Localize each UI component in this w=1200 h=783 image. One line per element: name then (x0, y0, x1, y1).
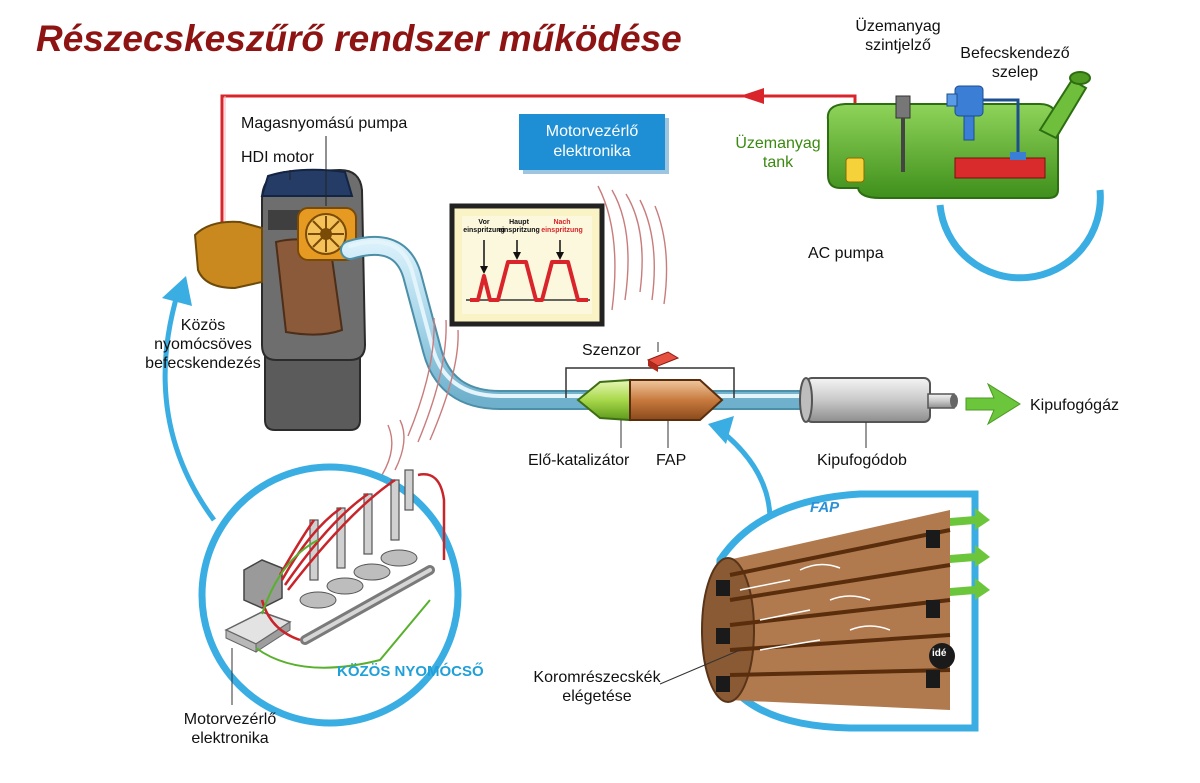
label-line: elégetése (562, 688, 632, 705)
chart-label-main: Haupt einspritzung (497, 219, 541, 235)
muffler (799, 377, 958, 448)
chart-label-line: Haupt (509, 219, 529, 226)
page-title: Részecskeszűrő rendszer működése (36, 18, 682, 59)
label-injector-valve: Befecskendező szelep (950, 44, 1080, 82)
label-line: Befecskendező (960, 45, 1070, 62)
ecu-box: Motorvezérlő elektronika (519, 114, 665, 170)
signal-waves (381, 185, 668, 476)
chart-label-line: Vor (478, 219, 490, 226)
label-common-rail: KÖZÖS NYOMÓCSŐ (337, 663, 484, 680)
logo-text: idé (932, 648, 947, 659)
fuel-tank (826, 71, 1104, 282)
label-line: befecskendezés (145, 355, 261, 372)
chart-label-pre: Vor einspritzung (462, 219, 506, 235)
fap-cutaway-detail (659, 490, 990, 732)
label-fap: FAP (656, 452, 687, 469)
pre-catalyst (576, 378, 631, 422)
fuel-level-sensor-icon (895, 95, 911, 119)
label-common-rail-injection: Közös nyomócsöves befecskendezés (128, 316, 278, 373)
label-line: elektronika (191, 730, 269, 747)
label-fuel-gauge: Üzemanyag szintjelző (848, 17, 948, 55)
chart-label-post: Nach einspritzung (540, 219, 584, 235)
ac-pump-icon (845, 157, 865, 183)
label-fap-detail: FAP (810, 499, 840, 516)
fuel-flow-arrow (740, 88, 764, 104)
label-line: Üzemanyag (855, 18, 941, 35)
chart-label-line: einspritzung (498, 227, 540, 234)
label-muffler: Kipufogódob (817, 452, 907, 469)
ecu-box-line: Motorvezérlő (545, 123, 639, 140)
label-line: szelep (991, 64, 1039, 81)
label-high-pressure-pump: Magasnyomású pumpa (241, 115, 408, 132)
fap-filter (629, 379, 724, 421)
injection-valve-icon (946, 85, 1026, 160)
common-rail-detail (198, 463, 462, 727)
label-ecu-bottom: Motorvezérlő elektronika (160, 710, 300, 748)
label-soot-burning: Koromrészecskék elégetése (532, 668, 662, 706)
label-line: Motorvezérlő (183, 711, 277, 728)
label-hdi-motor: HDI motor (241, 149, 314, 166)
label-fuel-tank: Üzemanyag tank (728, 134, 828, 172)
label-exhaust-gas: Kipufogógáz (1030, 397, 1119, 414)
label-ac-pump: AC pumpa (808, 245, 884, 262)
injection-timing-chart (449, 203, 605, 327)
loop-arrow-left (162, 291, 217, 522)
label-pre-catalyst: Elő-katalizátor (528, 452, 630, 469)
ecu-box-line: elektronika (553, 143, 631, 160)
label-line: Közös (180, 317, 226, 334)
chart-label-line: einspritzung (463, 227, 505, 234)
label-line: Koromrészecskék (533, 669, 661, 686)
label-line: nyomócsöves (154, 336, 252, 353)
label-sensor: Szenzor (582, 342, 641, 359)
hdi-engine (193, 136, 367, 431)
label-line: Üzemanyag (735, 135, 821, 152)
loop-arrow-right (718, 428, 773, 521)
chart-label-line: einspritzung (541, 227, 583, 234)
sensor-icon (646, 351, 680, 367)
exhaust-gas-arrow (965, 382, 1021, 426)
label-line: szintjelző (865, 37, 931, 54)
chart-label-line: Nach (553, 219, 571, 226)
label-line: tank (762, 154, 794, 171)
